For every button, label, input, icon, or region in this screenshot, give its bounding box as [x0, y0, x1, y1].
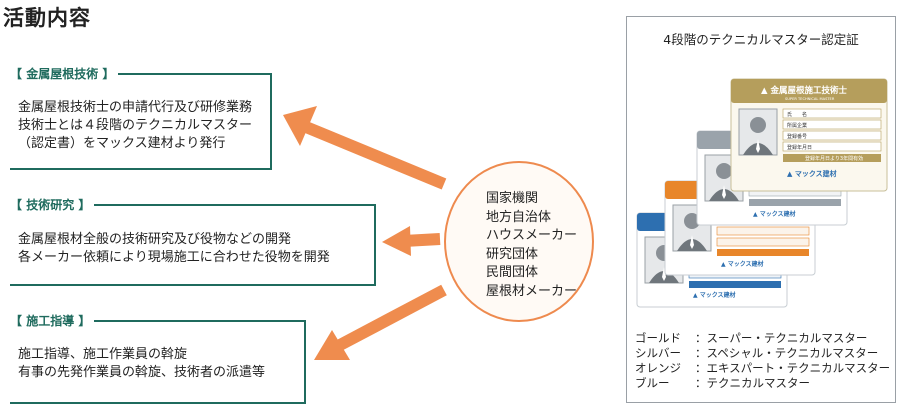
box-line: 技術士とは４段階のテクニカルマスター [18, 118, 253, 133]
legend-level: オレンジ [635, 361, 681, 375]
svg-text:登録年月日: 登録年月日 [787, 144, 812, 151]
legend-label: スーパー・テクニカルマスター [706, 331, 868, 345]
svg-text:所属企業: 所属企業 [787, 122, 807, 129]
arrow-to-guidance [337, 284, 447, 351]
certificate-title: 4段階のテクニカルマスター認定証 [663, 32, 859, 47]
certificate-cards: ▲ マックス建材 ▲ マックス建材 ▲ マックス建材 ▲ 金属屋根施工技 [636, 78, 888, 308]
box-tab: 【 金属屋根技術 】 [8, 65, 119, 82]
box-tab: 【 技術研究 】 [8, 196, 95, 213]
arrow-head [382, 226, 411, 256]
legend-level: ブルー [635, 376, 670, 390]
box-body: 金属屋根材全般の技術研究及び役物などの開発 各メーカー依頼により現場施工に合わせ… [18, 231, 330, 267]
activity-box-guidance: 【 施工指導 】 施工指導、施工作業員の斡旋 有事の先発作業員の斡旋、技術者の派… [8, 312, 306, 404]
legend-row: ゴールド：スーパー・テクニカルマスター [635, 331, 868, 345]
partner-item: 地方自治体 [486, 209, 552, 225]
arrow-to-metal-roof [303, 121, 447, 190]
svg-text:登録年月日より3年間有効: 登録年月日より3年間有効 [805, 155, 863, 162]
legend-level: ゴールド [635, 331, 681, 345]
card-header-sub: SUPER TECHNICAL MASTER [785, 97, 835, 101]
card-header: ▲ 金属屋根施工技術士 [761, 85, 847, 96]
arrow-head [283, 106, 317, 146]
partner-item: 研究団体 [486, 246, 539, 262]
box-line: 各メーカー依頼により現場施工に合わせた役物を開発 [18, 250, 330, 265]
box-line: （認定書）をマックス建材より発行 [18, 136, 226, 151]
box-body: 金属屋根技術士の申請代行及び研修業務 技術士とは４段階のテクニカルマスター （認… [18, 99, 252, 153]
svg-text:登録番号: 登録番号 [787, 133, 807, 140]
box-body: 施工指導、施工作業員の斡旋 有事の先発作業員の斡旋、技術者の派遣等 [18, 346, 265, 382]
partner-item: 民間団体 [486, 265, 539, 280]
legend-row: シルバー：スペシャル・テクニカルマスター [635, 346, 879, 360]
box-line: 施工指導、施工作業員の斡旋 [18, 347, 188, 362]
legend-level: シルバー [635, 346, 681, 360]
legend-row: オレンジ：エキスパート・テクニカルマスター [635, 361, 891, 375]
arrow-head [314, 330, 350, 360]
svg-text:▲ マックス建材: ▲ マックス建材 [753, 210, 796, 218]
svg-text:▲ マックス建材: ▲ マックス建材 [721, 260, 764, 268]
partner-item: 屋根材メーカー [486, 283, 578, 299]
box-line: 有事の先発作業員の斡旋、技術者の派遣等 [18, 365, 266, 380]
svg-text:氏 名: 氏 名 [787, 111, 807, 118]
activity-box-research: 【 技術研究 】 金属屋根材全般の技術研究及び役物などの開発 各メーカー依頼によ… [8, 196, 376, 286]
legend-label: エキスパート・テクニカルマスター [706, 361, 891, 375]
page-title: 活動内容 [3, 6, 91, 30]
gold-certificate-card: ▲ 金属屋根施工技術士 SUPER TECHNICAL MASTER 氏 名 所… [730, 78, 888, 192]
legend-label: スペシャル・テクニカルマスター [706, 346, 879, 360]
legend-row: ブルー：テクニカルマスター [635, 376, 811, 390]
partner-item: ハウスメーカー [486, 228, 578, 243]
certificate-panel: 4段階のテクニカルマスター認定証 ▲ マックス建材 [626, 16, 896, 403]
certificate-legend: ゴールド：スーパー・テクニカルマスター シルバー：スペシャル・テクニカルマスター… [635, 331, 890, 391]
svg-text:▲ マックス建材: ▲ マックス建材 [693, 291, 736, 299]
box-tab-label: 金属屋根技術 [26, 67, 99, 81]
svg-text:▲ マックス建材: ▲ マックス建材 [787, 169, 837, 178]
box-line: 金属屋根技術士の申請代行及び研修業務 [18, 100, 253, 115]
legend-label: テクニカルマスター [706, 376, 811, 390]
box-tab-label: 施工指導 [26, 314, 75, 328]
box-tab: 【 施工指導 】 [8, 312, 95, 329]
arrow-to-research [403, 233, 441, 247]
box-tab-label: 技術研究 [26, 198, 75, 212]
activity-box-metal-roof: 【 金属屋根技術 】 金属屋根技術士の申請代行及び研修業務 技術士とは４段階のテ… [8, 65, 272, 170]
partners-circle: 国家機関 地方自治体 ハウスメーカー 研究団体 民間団体 屋根材メーカー [444, 161, 594, 322]
box-line: 金属屋根材全般の技術研究及び役物などの開発 [18, 232, 292, 247]
partners-list: 国家機関 地方自治体 ハウスメーカー 研究団体 民間団体 屋根材メーカー [486, 190, 577, 301]
partner-item: 国家機関 [486, 191, 539, 206]
